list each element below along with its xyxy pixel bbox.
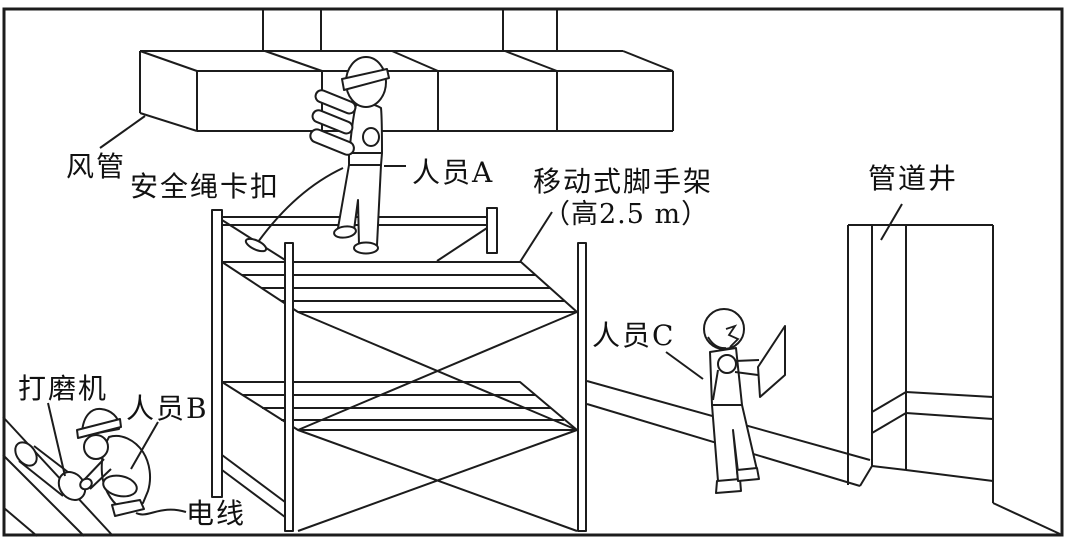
carried-duct-piece-2 [311, 109, 354, 135]
worker-a-helmet-band [341, 68, 390, 91]
ceiling-lines [262, 10, 558, 51]
worker-b-head [83, 434, 109, 460]
worker-c-arm-bottom [734, 371, 759, 376]
label-air-duct: 风管 [66, 150, 126, 183]
ramp-edge-lower [3, 507, 38, 537]
pipe-side-lower [18, 460, 64, 497]
pipe-shaft [847, 224, 1061, 535]
leader-lines [47, 115, 903, 477]
worker-b-thigh [102, 474, 138, 498]
leader-air-duct [99, 115, 146, 149]
floor-wall-lines [586, 380, 994, 487]
worker-c-figure [703, 308, 786, 494]
label-grinder: 打磨机 [18, 372, 108, 405]
scaffold-front-left-post [284, 242, 294, 532]
carried-duct-piece-1 [314, 89, 357, 115]
worker-b-foot [111, 499, 145, 517]
ramp-edge-top [2, 416, 114, 537]
pipe-end-cap [14, 441, 38, 467]
scaffold-back-left-post [211, 209, 223, 498]
worker-c-shoulder [717, 354, 737, 374]
label-worker-c: 人员C [592, 319, 675, 352]
label-scaffold-line2: （高2.5 m） [543, 199, 709, 230]
electric-wire [135, 508, 187, 516]
scaffold-front-right-post [577, 242, 587, 532]
worker-c-jaw-line [707, 336, 727, 349]
scaffold [211, 207, 587, 532]
border-frame [2, 7, 1064, 537]
leader-worker-c [665, 351, 704, 380]
label-safety-rope-clip: 安全绳卡扣 [130, 170, 280, 203]
label-worker-a: 人员A [412, 156, 494, 189]
label-pipe-shaft: 管道井 [868, 162, 958, 195]
ramp-edge-bottom [2, 454, 85, 537]
safety-rope-clip [244, 237, 268, 253]
worker-b-hand [79, 477, 93, 491]
scaffold-middle-platform [221, 381, 578, 431]
labels: 风管 安全绳卡扣 人员A 移动式脚手架 （高2.5 m） 管道井 人员C 打磨机… [18, 150, 958, 530]
worker-a-shoe-left [333, 225, 357, 239]
worker-b-arm-2 [89, 468, 112, 490]
leader-pipe-shaft [880, 203, 903, 241]
safety-rope [257, 167, 344, 243]
worker-a-forearm [309, 128, 355, 156]
grinder-disc-icon [57, 471, 87, 501]
worker-c-vest-line [712, 369, 719, 401]
carried-panel [757, 325, 786, 398]
grinder-and-ramp [2, 416, 114, 537]
worker-a-figure [309, 56, 390, 255]
worker-c-shoe-left [715, 478, 742, 494]
leader-grinder [47, 402, 66, 477]
scaffold-back-right-post [486, 207, 498, 254]
air-duct [139, 50, 674, 132]
scaffold-top-platform [221, 261, 578, 313]
worker-c-face-lines [725, 324, 740, 348]
worker-c-shoe-right [736, 467, 760, 482]
worker-a-hand [362, 127, 380, 147]
worker-c-head [703, 308, 745, 350]
label-worker-b: 人员B [126, 392, 209, 425]
worker-b-arm [83, 458, 105, 481]
label-scaffold-line1: 移动式脚手架 [533, 165, 713, 198]
worker-c-arm-top [734, 359, 760, 362]
leader-worker-b [130, 421, 159, 470]
label-wire: 电线 [186, 497, 246, 530]
worker-a-shoe-right [353, 241, 379, 255]
scaffold-right-diagonal [436, 227, 488, 262]
worker-b-helmet-band [76, 418, 122, 439]
scaffold-cross-braces [221, 311, 578, 532]
worker-b-figure [76, 407, 152, 517]
leader-scaffold [519, 211, 553, 263]
